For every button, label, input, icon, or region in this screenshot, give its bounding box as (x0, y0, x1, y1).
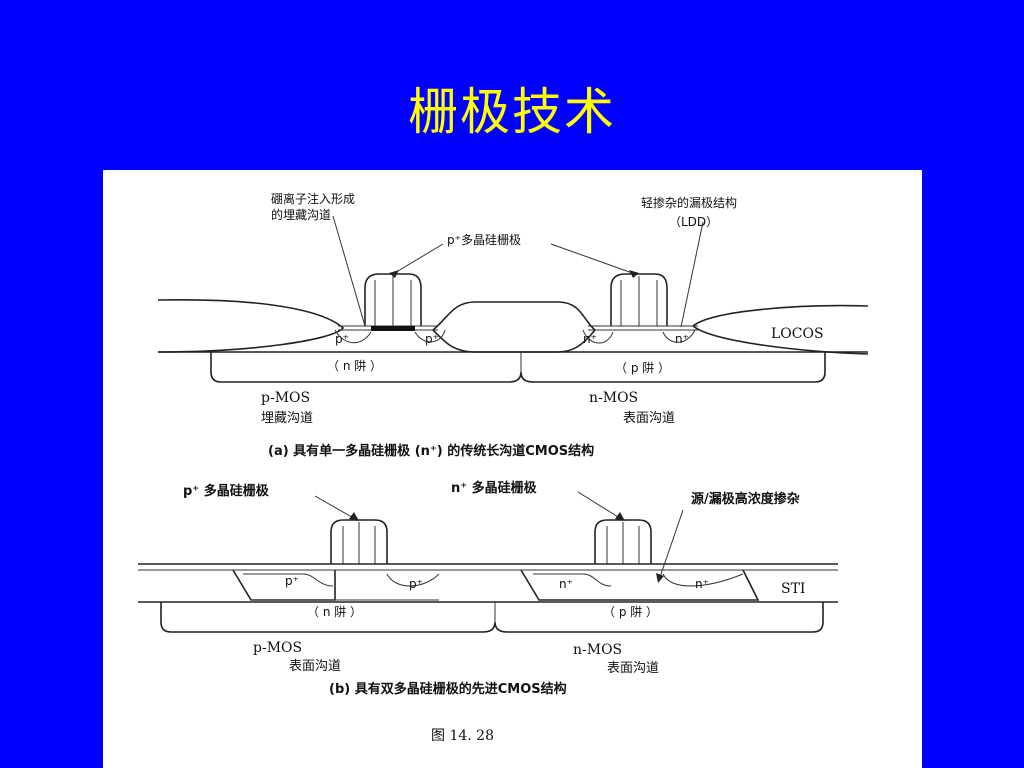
p-plus-label-b2: p⁺ (409, 577, 423, 591)
caption-b: (b) 具有双多晶硅栅极的先进CMOS结构 (329, 681, 567, 697)
n-plus-left-a (582, 329, 614, 344)
locos-left (157, 298, 345, 353)
callout-sd-b: 源/漏极高浓度掺杂 (691, 491, 800, 507)
callout-boron-line1: 硼离子注入形成 (271, 191, 355, 206)
callout-p-poly-b: p⁺ 多晶硅栅极 (183, 483, 270, 499)
pmos-gate-b (330, 519, 388, 564)
n-plus-label-b1: n⁺ (559, 577, 573, 591)
slide-title: 栅极技术 (408, 83, 616, 141)
nmos-label-b: n-MOS (573, 642, 622, 658)
p-well-label-a: （ p 阱 ） (615, 361, 670, 375)
pmos-gate-a (364, 273, 422, 326)
n-plus-label-a1: n⁺ (583, 332, 597, 346)
figure-number: 图 14. 28 (431, 728, 494, 744)
pmos-label-a: p-MOS (261, 390, 310, 406)
callout-boron-line2: 的埋藏沟道 (271, 207, 331, 222)
locos-label: LOCOS (771, 326, 824, 342)
n-well-label-b: （ n 阱 ） (307, 605, 362, 619)
pmos-label-b: p-MOS (253, 640, 302, 656)
pmos-channel-a: 埋藏沟道 (261, 411, 313, 426)
callout-poly-a: p⁺多晶硅栅极 (447, 232, 521, 247)
p-well-label-b: （ p 阱 ） (603, 605, 658, 619)
p-plus-right-a (414, 329, 446, 343)
n-plus-right-a (662, 329, 696, 343)
n-plus-label-b2: n⁺ (695, 577, 709, 591)
nmos-gate-a (610, 273, 668, 326)
callout-ldd-line2: （LDD） (669, 215, 718, 229)
n-well-label-a: （ n 阱 ） (327, 359, 382, 373)
sti-label: STI (781, 581, 805, 597)
buried-channel (371, 326, 415, 331)
n-well-a (210, 352, 826, 383)
p-plus-label-b1: p⁺ (285, 574, 299, 588)
caption-a: (a) 具有单一多晶硅栅极 (n⁺) 的传统长沟道CMOS结构 (268, 443, 594, 459)
locos-middle (431, 301, 597, 353)
p-plus-left-a (334, 329, 372, 344)
nmos-channel-a: 表面沟道 (623, 411, 675, 426)
callout-n-poly-b: n⁺ 多晶硅栅极 (451, 480, 538, 496)
n-plus-label-a2: n⁺ (675, 332, 689, 346)
callout-ldd-line1: 轻掺杂的漏极结构 (641, 195, 737, 210)
n-well-b (160, 602, 824, 633)
nmos-channel-b: 表面沟道 (607, 661, 659, 676)
figure-panel: 硼离子注入形成 的埋藏沟道 轻掺杂的漏极结构 （LDD） p⁺多晶硅栅极 LOC… (103, 170, 922, 768)
nmos-label-a: n-MOS (589, 390, 638, 406)
p-plus-label-a2: p⁺ (425, 332, 439, 346)
p-plus-label-a1: p⁺ (335, 332, 349, 346)
cmos-gate-diagram: 硼离子注入形成 的埋藏沟道 轻掺杂的漏极结构 （LDD） p⁺多晶硅栅极 LOC… (138, 191, 869, 744)
nmos-gate-b (594, 519, 652, 564)
sti-right (520, 569, 760, 601)
pmos-channel-b: 表面沟道 (289, 659, 341, 674)
